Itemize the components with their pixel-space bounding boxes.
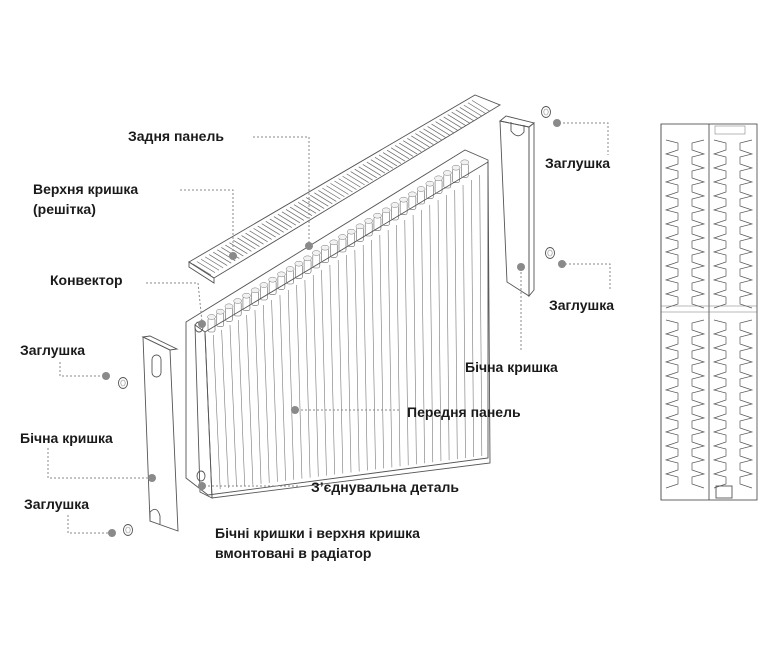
note-line-2: вмонтовані в радіатор <box>215 545 372 561</box>
plug-cap-left-top <box>118 377 128 389</box>
plug-cap-right-middle <box>545 247 555 259</box>
label-top-cover: Верхня кришка <box>33 181 139 197</box>
label-plug-left-bottom: Заглушка <box>24 496 89 512</box>
leader-lines <box>47 119 611 537</box>
back-panel <box>185 149 489 496</box>
label-plug-left-top: Заглушка <box>20 342 85 358</box>
label-side-cover-right: Бічна кришка <box>465 359 558 375</box>
label-plug-right-top: Заглушка <box>545 155 610 171</box>
left-side-cover <box>141 335 179 532</box>
label-front-panel: Передня панель <box>407 404 521 420</box>
note-line-1: Бічні кришки і верхня кришка <box>215 525 420 541</box>
plug-cap-right-top <box>541 106 551 118</box>
label-connector-part: З’єднувальна деталь <box>311 479 459 495</box>
label-top-cover-grille: (решітка) <box>33 201 96 217</box>
label-side-cover-left: Бічна кришка <box>20 430 113 446</box>
label-convector: Конвектор <box>50 272 123 288</box>
label-plug-right-middle: Заглушка <box>549 297 614 313</box>
front-panel <box>194 161 491 499</box>
radiator-cross-section <box>660 123 758 501</box>
right-side-cover <box>498 115 535 298</box>
label-back-panel: Задня панель <box>128 128 224 144</box>
plug-cap-left-bottom <box>123 524 133 536</box>
pipe-ends <box>194 321 206 482</box>
top-cover-grille <box>188 94 502 284</box>
